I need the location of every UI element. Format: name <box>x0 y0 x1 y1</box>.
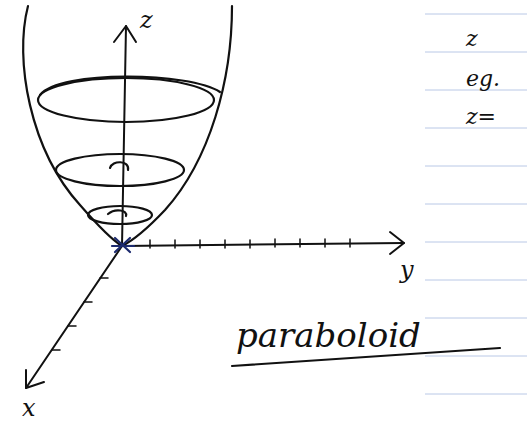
surface-name: paraboloid <box>236 318 421 352</box>
note-text: z <box>466 28 478 50</box>
axis-label: x <box>22 396 36 420</box>
notebook-lines <box>425 14 527 394</box>
axis-label: z <box>140 8 153 32</box>
axis-label: y <box>400 258 414 282</box>
paraboloid-surface <box>23 6 232 246</box>
note-text: z= <box>466 106 496 128</box>
note-text: eg. <box>466 68 500 90</box>
origin-mark <box>112 238 134 252</box>
